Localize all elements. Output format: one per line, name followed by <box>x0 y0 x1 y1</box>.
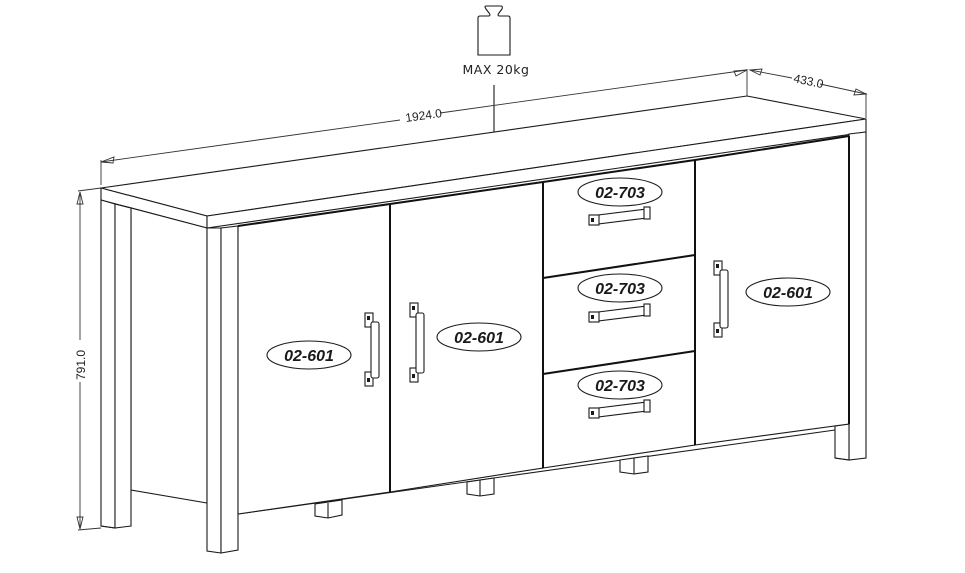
height-dimension-label: 791.0 <box>74 350 88 380</box>
drawer-top[interactable]: 02-703 <box>542 159 696 279</box>
part-label-drawer-bottom: 02-703 <box>595 378 645 395</box>
door-left-inner[interactable]: 02-601 <box>389 181 544 493</box>
part-label-door-left-inner: 02-601 <box>454 330 504 347</box>
door-handle[interactable] <box>713 260 729 338</box>
weight-icon <box>477 5 511 56</box>
drawer-middle[interactable]: 02-703 <box>542 254 696 375</box>
drawer-bottom[interactable]: 02-703 <box>542 350 696 469</box>
right-leg <box>834 131 867 461</box>
left-side <box>100 199 239 554</box>
part-label-ellipse <box>577 273 663 303</box>
part-label-ellipse <box>745 277 831 307</box>
door-right[interactable]: 02-601 <box>694 135 850 446</box>
depth-dimension-label: 433.0 <box>792 71 825 91</box>
dimension-height: 791.0 <box>74 187 102 531</box>
dimension-width: 1924.0 <box>100 69 748 185</box>
drawer-handle[interactable] <box>588 399 651 419</box>
width-dimension-label: 1924.0 <box>404 106 443 125</box>
part-label-ellipse <box>266 340 352 370</box>
feet <box>314 455 649 519</box>
part-label-ellipse <box>577 177 663 207</box>
part-label-ellipse <box>577 370 663 400</box>
dimension-depth: 433.0 <box>748 68 868 118</box>
load-limit-text: MAX 20kg <box>463 62 530 77</box>
part-label-door-left-outer: 02-601 <box>284 348 334 365</box>
door-handle[interactable] <box>364 312 380 387</box>
tabletop <box>100 95 867 229</box>
part-label-drawer-middle: 02-703 <box>595 281 645 298</box>
door-handle[interactable] <box>409 302 425 383</box>
part-label-drawer-top: 02-703 <box>595 185 645 202</box>
drawer-handle[interactable] <box>588 206 651 226</box>
drawer-handle[interactable] <box>588 303 651 323</box>
part-label-door-right: 02-601 <box>763 285 813 302</box>
door-left-outer[interactable]: 02-601 <box>237 203 391 515</box>
drawer-stack: 02-703 02-703 <box>542 159 696 469</box>
part-label-ellipse <box>436 322 522 352</box>
